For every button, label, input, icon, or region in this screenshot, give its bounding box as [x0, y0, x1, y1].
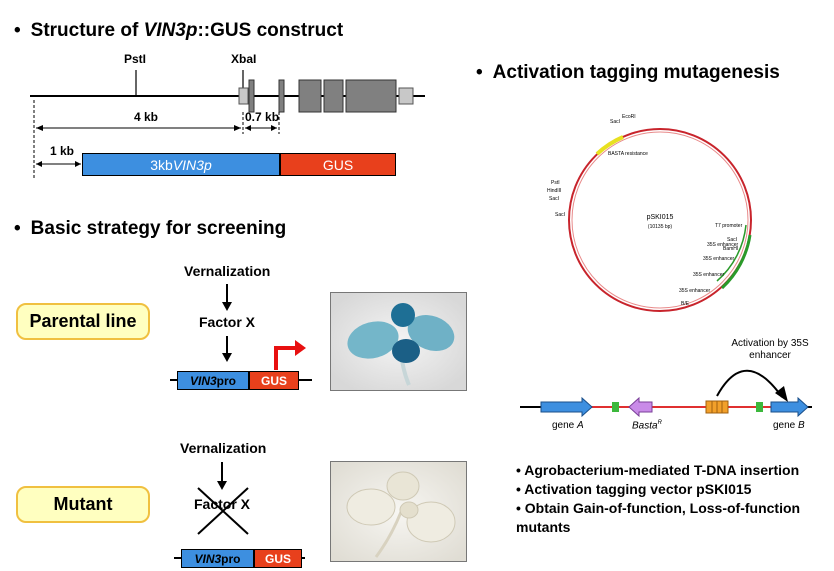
- site-label: PstI: [551, 180, 560, 186]
- factor-x-label: Factor X: [199, 314, 256, 330]
- method-notes: • Agrobacterium-mediated T-DNA insertion…: [516, 461, 806, 537]
- length-4kb-label: 4 kb: [134, 110, 159, 124]
- bullet-dot: •: [14, 20, 21, 41]
- section1-title: •Structure of VIN3p::GUS construct: [14, 20, 344, 41]
- exon-box: [238, 87, 249, 105]
- plasmid-backbone: [568, 128, 752, 312]
- activation-label: Activation by 35S enhancer: [731, 338, 809, 361]
- arrowhead: [36, 161, 42, 167]
- pst1-site-label: PstI: [124, 52, 147, 66]
- exon-box: [298, 79, 322, 113]
- site-label: SacI: [549, 196, 559, 202]
- gene-b-label: gene B: [773, 420, 805, 431]
- bullet-dot: •: [14, 218, 21, 239]
- exon-box: [278, 79, 285, 113]
- marker-label: BASTA resistance: [608, 151, 648, 157]
- arrowhead: [36, 125, 43, 131]
- gene-b-arrow: [770, 396, 809, 418]
- vin3-pro-box: VIN3 pro: [177, 371, 249, 390]
- site-label: EcoRI: [622, 114, 636, 120]
- white-seedling-photo: [330, 461, 467, 562]
- plasmid-size: (10135 bp): [648, 224, 673, 230]
- white-seedling-image: [331, 462, 466, 561]
- basta-label: BastaR: [632, 420, 662, 432]
- section2-title: •Basic strategy for screening: [14, 218, 287, 239]
- exon-box: [248, 79, 255, 113]
- vernalization-label: Vernalization: [184, 263, 271, 279]
- enhancer-label: 35S enhancer: [707, 242, 738, 248]
- length-1kb-label: 1 kb: [50, 144, 75, 158]
- xba1-site-label: XbaI: [231, 52, 257, 66]
- gene-a-arrow: [540, 396, 593, 418]
- site-label: B/E: [681, 301, 690, 307]
- arrowhead: [234, 125, 241, 131]
- gene-a-label: gene A: [552, 420, 584, 431]
- enhancer-arc: [720, 234, 752, 290]
- promoter-label: T7 promoter: [715, 223, 743, 229]
- enhancer-label: 35S enhancer: [679, 288, 710, 294]
- bullet-dot: •: [476, 62, 483, 83]
- arrowhead: [222, 353, 232, 362]
- activation-arrowhead: [775, 386, 788, 402]
- arrowhead: [271, 125, 277, 131]
- arrowhead: [222, 302, 232, 311]
- gus-reporter-box: GUS: [280, 153, 396, 176]
- note-item: • Obtain Gain-of-function, Loss-of-funct…: [516, 500, 801, 535]
- exon-box: [398, 87, 414, 105]
- length-0-7kb-label: 0.7 kb: [245, 110, 280, 124]
- site-label: HindIII: [547, 188, 561, 194]
- vin3-pro-box: VIN3 pro: [181, 549, 254, 568]
- mutant-badge: Mutant: [16, 486, 150, 523]
- exon-box: [323, 79, 344, 113]
- border-marker: [612, 402, 619, 412]
- gus-box: GUS: [254, 549, 302, 568]
- arrowhead: [217, 481, 227, 490]
- site-label: SacI: [610, 119, 620, 125]
- expression-arrow: [274, 346, 296, 370]
- blue-seedling-image: [331, 293, 466, 390]
- plasmid-backbone-inner: [571, 131, 749, 309]
- exon-box: [345, 79, 397, 113]
- vin3p-promoter-box: 3kb VIN3p: [82, 153, 280, 176]
- parental-line-badge: Parental line: [16, 303, 150, 340]
- gus-box: GUS: [249, 371, 299, 390]
- border-marker: [756, 402, 763, 412]
- enhancer-label: 35S enhancer: [703, 256, 734, 262]
- plasmid-map: pSKI015 (10135 bp) SacI EcoRI BASTA resi…: [547, 114, 752, 312]
- expression-arrowhead: [295, 340, 306, 356]
- note-item: • Agrobacterium-mediated T-DNA insertion: [516, 462, 800, 478]
- blue-seedling-photo: [330, 292, 467, 391]
- enhancer-label: 35S enhancer: [693, 272, 724, 278]
- section3-title: •Activation tagging mutagenesis: [476, 62, 780, 83]
- basta-arrow: [628, 396, 653, 418]
- plasmid-name: pSKI015: [647, 214, 674, 221]
- vernalization-label: Vernalization: [180, 440, 267, 456]
- note-item: • Activation tagging vector pSKI015: [516, 481, 752, 497]
- site-label: SacI: [555, 212, 565, 218]
- enhancer-arc-inner: [716, 224, 747, 282]
- activation-arc: [716, 369, 783, 398]
- cross-mark: [197, 487, 249, 535]
- site-label: BamHI: [723, 246, 738, 252]
- arrowhead: [245, 125, 251, 131]
- basta-marker-arc: [595, 135, 624, 156]
- site-label: SacI: [727, 237, 737, 243]
- arrowhead: [75, 161, 81, 167]
